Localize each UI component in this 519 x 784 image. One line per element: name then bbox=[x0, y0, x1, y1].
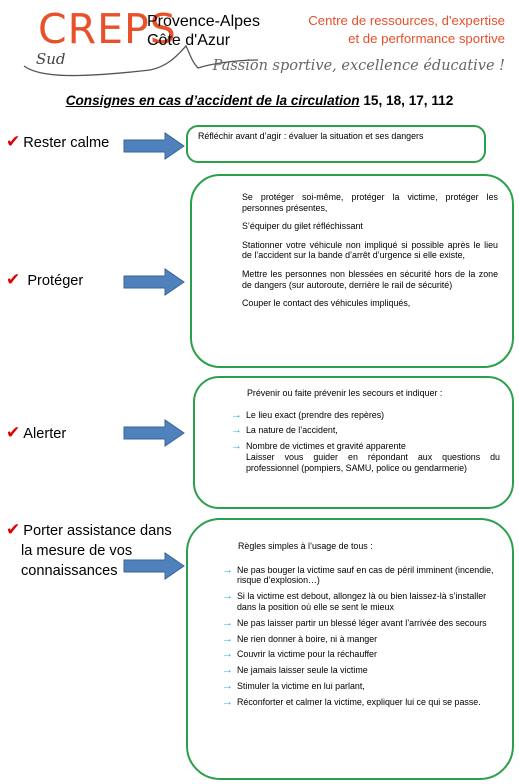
box-calme-text: Réfléchir avant d’agir : évaluer la situ… bbox=[198, 131, 424, 141]
alerter-item-2: La nature de l’accident, bbox=[246, 425, 338, 436]
assistance-intro: Règles simples à l’usage de tous : bbox=[238, 541, 373, 551]
page-title: Consignes en cas d’accident de la circul… bbox=[0, 93, 519, 108]
header-tagline-line-1: Centre de ressources, d'expertise bbox=[308, 13, 505, 28]
assistance-item-6: Ne jamais laisser seule la victime bbox=[237, 665, 368, 676]
proteger-para-4: Mettre les personnes non blessées en séc… bbox=[242, 268, 498, 290]
assistance-item-4: Ne rien donner à boire, ni à manger bbox=[237, 633, 378, 644]
header-tagline: Centre de ressources, d'expertise et de … bbox=[308, 12, 505, 48]
assistance-item-7: Stimuler la victime en lui parlant, bbox=[237, 680, 365, 691]
logo-sud: Sud bbox=[36, 50, 66, 68]
arrow-bullet-icon: → bbox=[222, 695, 233, 708]
header-tagline-line-2: et de performance sportive bbox=[348, 31, 505, 46]
arrow-right-icon bbox=[123, 132, 185, 160]
alerter-item-1: Le lieu exact (prendre des repères) bbox=[246, 409, 385, 420]
box-calme: Réfléchir avant d’agir : évaluer la situ… bbox=[186, 125, 486, 163]
assistance-item-8: Réconforter et calmer la victime, expliq… bbox=[237, 696, 481, 707]
arrow-bullet-icon: → bbox=[222, 563, 233, 576]
section-label-proteger-text: Protéger bbox=[27, 273, 84, 289]
list-item: → La nature de l’accident, bbox=[231, 425, 500, 436]
logo-region-line-1: Provence-Alpes bbox=[147, 13, 260, 30]
box-assistance: Règles simples à l’usage de tous : → Ne … bbox=[186, 518, 514, 780]
arrow-bullet-icon: → bbox=[222, 679, 233, 692]
assistance-label-line-1: Porter assistance dans bbox=[23, 523, 172, 539]
proteger-para-3: Stationner votre véhicule non impliqué s… bbox=[242, 239, 498, 261]
arrow-right-icon bbox=[123, 419, 185, 447]
proteger-para-5: Couper le contact des véhicules impliqué… bbox=[242, 298, 411, 309]
list-item: → Stimuler la victime en lui parlant, bbox=[222, 681, 496, 692]
list-item: → Nombre de victimes et gravité apparent… bbox=[231, 441, 500, 452]
emergency-numbers: 15, 18, 17, 112 bbox=[363, 93, 454, 108]
page-title-text: Consignes en cas d’accident de la circul… bbox=[65, 93, 360, 108]
list-item: → Couvrir la victime pour la réchauffer bbox=[222, 649, 496, 660]
list-item: → Si la victime est debout, allongez là … bbox=[222, 591, 496, 613]
list-item: → Le lieu exact (prendre des repères) bbox=[231, 408, 500, 421]
list-item: → Ne pas bouger la victime sauf en cas d… bbox=[222, 563, 496, 587]
list-item: → Ne rien donner à boire, ni à manger bbox=[222, 632, 496, 645]
arrow-bullet-icon: → bbox=[222, 648, 233, 661]
check-icon: ✔ bbox=[6, 132, 21, 151]
check-icon: ✔ bbox=[6, 270, 21, 289]
arrow-bullet-icon: → bbox=[222, 616, 233, 629]
section-label-assistance: ✔Porter assistance dans la mesure de vos… bbox=[6, 520, 172, 581]
section-label-alerter-text: Alerter bbox=[23, 426, 67, 442]
arrow-bullet-icon: → bbox=[222, 632, 233, 645]
box-proteger: Se protéger soi-même, protéger la victim… bbox=[190, 174, 514, 368]
proteger-para-1: Se protéger soi-même, protéger la victim… bbox=[242, 192, 498, 213]
assistance-item-2: Si la victime est debout, allongez là ou… bbox=[237, 591, 487, 612]
section-label-alerter: ✔Alerter bbox=[6, 423, 66, 444]
arrow-right-icon bbox=[123, 552, 185, 580]
section-label-proteger: ✔ Protéger bbox=[6, 270, 83, 291]
box-alerter: Prévenir ou faite prévenir les secours e… bbox=[193, 376, 514, 509]
assistance-item-3: Ne pas laisser partir un blessé léger av… bbox=[237, 617, 487, 628]
arrow-bullet-icon: → bbox=[231, 408, 242, 421]
alerter-note: Laisser vous guider en répondant aux que… bbox=[246, 451, 500, 473]
logo-region: Provence-Alpes Côte d'Azur bbox=[147, 12, 260, 50]
arrow-bullet-icon: → bbox=[231, 424, 242, 437]
assistance-item-1: Ne pas bouger la victime sauf en cas de … bbox=[237, 564, 494, 586]
alerter-intro: Prévenir ou faite prévenir les secours e… bbox=[247, 388, 443, 398]
assistance-label-line-3: connaissances bbox=[21, 563, 118, 579]
check-icon: ✔ bbox=[6, 520, 21, 539]
assistance-label-line-2: la mesure de vos bbox=[21, 543, 133, 559]
section-label-calme-text: Rester calme bbox=[23, 135, 110, 151]
list-item: → Réconforter et calmer la victime, expl… bbox=[222, 695, 496, 708]
arrow-bullet-icon: → bbox=[231, 440, 242, 453]
slogan: Passion sportive, excellence éducative ! bbox=[212, 58, 505, 74]
arrow-right-icon bbox=[123, 268, 185, 296]
logo-creps: CREPS bbox=[38, 5, 177, 53]
alerter-item-3: Nombre de victimes et gravité apparente bbox=[246, 441, 406, 452]
arrow-bullet-icon: → bbox=[222, 590, 233, 603]
arrow-bullet-icon: → bbox=[222, 664, 233, 677]
list-item: → Ne pas laisser partir un blessé léger … bbox=[222, 616, 496, 629]
check-icon: ✔ bbox=[6, 423, 21, 442]
list-item: → Ne jamais laisser seule la victime bbox=[222, 665, 496, 676]
assistance-item-5: Couvrir la victime pour la réchauffer bbox=[237, 649, 377, 660]
proteger-para-2: S’équiper du gilet réfléchissant bbox=[242, 221, 363, 232]
section-label-calme: ✔Rester calme bbox=[6, 132, 109, 153]
logo-region-line-2: Côte d'Azur bbox=[147, 32, 231, 49]
logo-swoosh-icon bbox=[23, 44, 259, 77]
